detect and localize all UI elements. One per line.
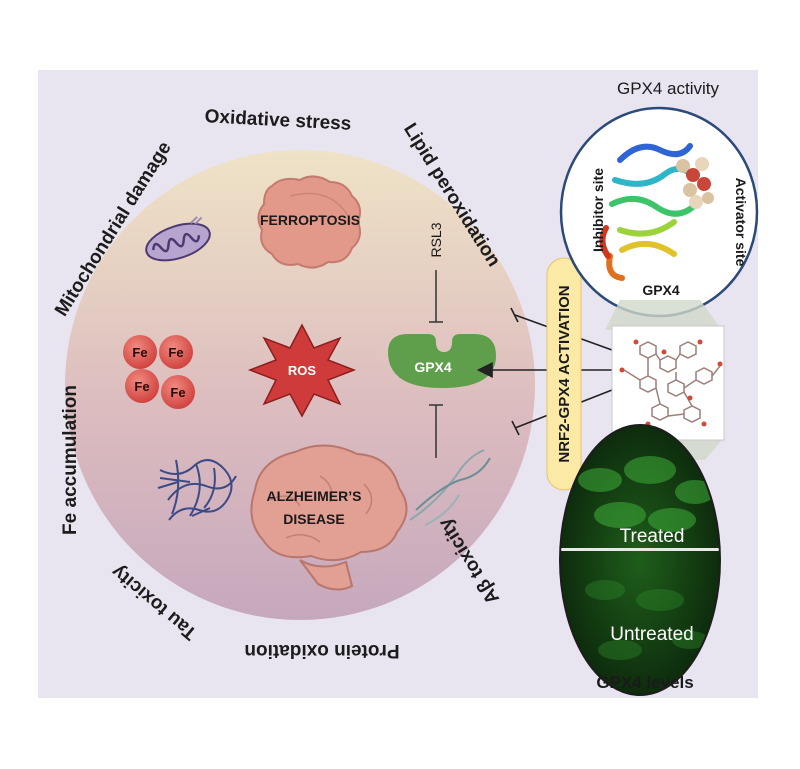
treated-label: Treated — [620, 526, 685, 547]
mitochondrion-icon — [145, 216, 211, 262]
protein-oxidation-label: Protein oxidation — [244, 640, 399, 661]
gpx4-levels-caption: GPX4 levels — [596, 673, 693, 692]
activator-site-label: Activator site — [733, 178, 749, 267]
activation-banner-label: NRF2-GPX4 ACTIVATION — [556, 285, 573, 462]
fe-accumulation-label: Fe accumulation — [60, 385, 81, 535]
gpx4-node-label: GPX4 — [414, 359, 452, 375]
alzheimers-label-line1: ALZHEIMER’S — [267, 488, 362, 504]
gpx4-levels-frame — [559, 424, 721, 696]
fe-label-1: Fe — [132, 345, 147, 360]
untreated-label: Untreated — [610, 624, 693, 645]
fe-label-2: Fe — [168, 345, 183, 360]
compound-oxygen-atoms — [619, 339, 723, 427]
rsl3-label: RSL3 — [428, 222, 444, 257]
abeta-inhibition-line — [429, 404, 443, 458]
gpx4-node — [388, 334, 496, 388]
gpx4-levels-image — [560, 425, 720, 695]
ferroptosis-label: FERROPTOSIS — [260, 212, 360, 228]
rsl3-inhibition-line — [429, 270, 443, 323]
ferroptosis-cell-icon — [257, 175, 361, 269]
gpx4-protein-label: GPX4 — [642, 282, 680, 298]
fe-spheres-icon: Fe Fe Fe Fe — [123, 335, 195, 409]
activation-banner — [546, 257, 582, 491]
brain-icon — [250, 444, 408, 591]
gpx4-activity-title: GPX4 activity — [617, 79, 720, 98]
tau-tangle-icon — [157, 459, 237, 521]
ros-burst-icon — [247, 323, 357, 418]
inhibitor-site-label: Inhibitor site — [590, 168, 606, 252]
amyloid-fibril-icon — [409, 449, 491, 526]
alzheimers-label-line2: DISEASE — [283, 511, 344, 527]
fe-label-3: Fe — [134, 379, 149, 394]
activator-spheres — [676, 157, 714, 209]
ros-label: ROS — [288, 363, 317, 378]
fe-label-4: Fe — [170, 385, 185, 400]
panel-connector-top — [605, 300, 722, 330]
